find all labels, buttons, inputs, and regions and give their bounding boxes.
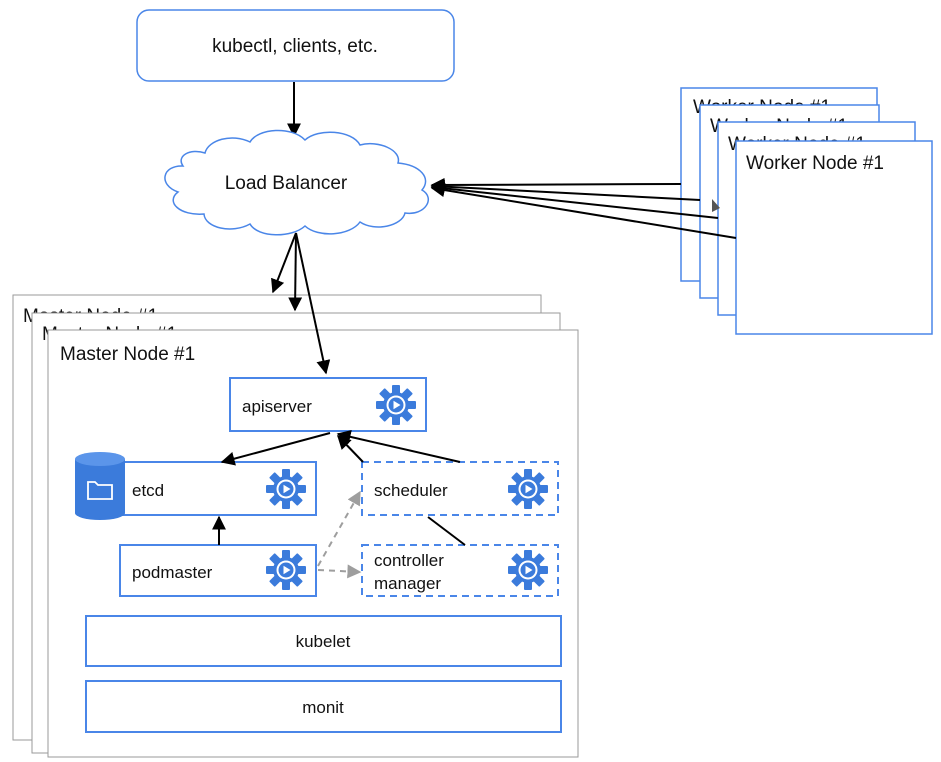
arrow-apiserver-to-etcd (220, 432, 331, 466)
line-scheduler-to-controller (427, 516, 466, 546)
gear-play-icon (266, 469, 306, 509)
dashed-arrow-podmaster-to-scheduler (317, 490, 361, 567)
dashed-arrow-podmaster-to-controller (317, 564, 362, 579)
arrow-worker-to-lb (430, 177, 682, 192)
scheduler-label: scheduler (374, 481, 448, 500)
gear-play-icon (508, 550, 548, 590)
scheduler-box: scheduler (361, 461, 559, 516)
etcd-box: etcd (119, 461, 317, 516)
load-balancer-cloud: Load Balancer (164, 129, 429, 236)
arrow-lb-to-apiserver (295, 232, 331, 375)
gear-play-icon (376, 385, 416, 425)
apiserver-label: apiserver (242, 397, 312, 416)
kubelet-label: kubelet (296, 632, 351, 651)
arrow-scheduler-to-apiserver-2 (337, 434, 364, 463)
apiserver-box: apiserver (229, 377, 427, 432)
monit-box: monit (85, 680, 562, 733)
gear-play-icon (508, 469, 548, 509)
arrow-lb-to-master (288, 232, 303, 312)
gear-play-icon (266, 550, 306, 590)
arrow-scheduler-to-apiserver (336, 429, 461, 463)
worker-node-label: Worker Node #1 (746, 153, 884, 174)
kubelet-box: kubelet (85, 615, 562, 667)
arrow-worker-to-lb (430, 181, 719, 219)
controller-manager-label-line2: manager (374, 574, 441, 593)
small-gray-arrowhead (712, 199, 720, 212)
worker-nodes-stack: Worker Node #1 Worker Node #1 Worker Nod… (680, 87, 933, 335)
controller-manager-box: controller manager (361, 544, 559, 597)
controller-manager-label-line1: controller (374, 551, 444, 570)
arrow-worker-to-lb (430, 183, 737, 239)
load-balancer-label: Load Balancer (225, 173, 348, 194)
podmaster-label: podmaster (132, 563, 213, 582)
arrow-worker-to-lb (430, 179, 701, 201)
database-folder-icon (75, 452, 125, 520)
arrow-lb-to-master (271, 232, 297, 294)
master-node-label: Master Node #1 (60, 344, 195, 365)
podmaster-box: podmaster (119, 544, 317, 597)
worker-node-card: Worker Node #1 (735, 140, 933, 335)
monit-label: monit (302, 698, 344, 717)
etcd-label: etcd (132, 481, 164, 500)
clients-box: kubectl, clients, etc. (136, 9, 455, 82)
clients-label: kubectl, clients, etc. (212, 36, 378, 57)
